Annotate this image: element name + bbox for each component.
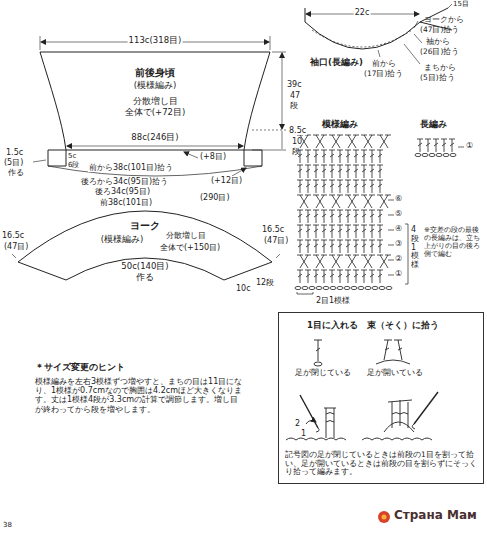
dimension-label: 47 [290, 91, 300, 100]
piece-name: ヨーク [130, 220, 160, 232]
pickup-label: (26目)拾う [420, 48, 459, 57]
symbol-note: 足が開いている [367, 369, 423, 378]
pickup-label: 前から [372, 60, 396, 69]
dimension-label: 39c [287, 80, 302, 89]
hint-text: 模様編みを左右3模様ずつ増やすと、まちの目は11目になり、1模様が0.7cmなの… [35, 377, 245, 414]
pickup-label: 袖から [426, 38, 450, 47]
step-number: 1 [301, 429, 306, 438]
pickup-label: 前から38c(101目)拾う [88, 163, 174, 172]
row-number: ① [395, 269, 402, 278]
increase-note: 全体で(+72目) [125, 108, 186, 118]
site-logo [378, 511, 390, 523]
dimension-label: 5c [68, 152, 76, 160]
dimension-label: 段 [292, 147, 300, 156]
row-arrows [297, 147, 464, 294]
dimension-label: 10c [236, 284, 251, 293]
instruction-label: 作る [8, 168, 24, 177]
method-heading: 1目に入れる [307, 321, 358, 331]
step-number: 2 [295, 419, 300, 428]
dimension-label: 12段 [256, 278, 274, 287]
page-number: 38 [3, 521, 12, 529]
dimension-label: 22c [354, 8, 371, 17]
stitch-note: (模様編み) [134, 81, 177, 91]
row-number: ⑥ [395, 194, 402, 203]
dimension-label: 15目 [453, 0, 469, 8]
method-heading: 束（そく）に拾う [367, 321, 439, 331]
dimension-label: (47目) [264, 236, 288, 245]
dimension-label: 1.5c [6, 148, 23, 157]
method-text: 記号図の足が閉じているときは前段の1目を割って拾い、足が開いているときは前段の目… [285, 451, 479, 477]
pickup-label: (17目)拾う [364, 70, 403, 79]
piece-name: 前後身頃 [135, 67, 175, 79]
stitch-note: (模様編み) [101, 235, 144, 245]
dimension-label: 16.5c [262, 225, 284, 234]
yoke-schematic [12, 211, 280, 280]
chart-title: 模様編み [322, 119, 358, 129]
row-number: ④ [395, 224, 402, 233]
repeat-label: 4段1模様 [411, 226, 419, 270]
symbol-note: 足が閉じている [295, 369, 351, 378]
row-number: ⑤ [395, 209, 402, 218]
dimension-label: (47目) [4, 242, 28, 251]
dimension-label: 前38c(101目) [100, 198, 152, 207]
chart-note: ※交差の段の最後の長編みは、立ち上がりの目の後ろ側で編む [424, 226, 484, 258]
dimension-label: 16.5c [2, 231, 24, 240]
row-number: ② [395, 254, 402, 263]
instruction-label: 作る [136, 273, 154, 283]
increase-note: 分散増し目 [166, 231, 206, 240]
pickup-label: 後ろから34c(95目)拾う [80, 177, 169, 186]
dimension-label: (5目) [4, 158, 23, 167]
increase-note: 全体で(+150目) [160, 243, 220, 252]
repeat-label: 2目1模様 [316, 296, 350, 305]
dimension-label: (290目) [200, 193, 230, 202]
increase-label: (+8目) [200, 152, 226, 161]
dimension-label: 88c(246目) [131, 133, 178, 143]
dimension-label: 後ろ34c(95目) [95, 187, 150, 196]
dimension-label: 10 [292, 137, 302, 146]
hint-title: ＊サイズ変更のヒント [35, 362, 125, 372]
body-schematic [33, 36, 286, 176]
watermark: Страна Мам [394, 509, 477, 523]
stitch-method-box: 1目に入れる束（そく）に拾う足が閉じている 足が開いている 21 記号図の足が閉じてい… [278, 312, 484, 484]
increase-note: 分散増し目 [133, 97, 178, 107]
pickup-label: (5目)拾う [420, 74, 455, 83]
dimension-label: 113c(318目) [128, 36, 183, 46]
chart-title: 長編み [420, 119, 447, 129]
dimension-label: 段 [290, 101, 298, 110]
row-number: ① [466, 141, 473, 150]
pickup-label: まちから [424, 64, 456, 73]
dimension-label: 8.5c [288, 126, 307, 135]
dimension-label: 50c(140目) [121, 262, 168, 272]
increase-label: (+12目) [210, 176, 243, 185]
pickup-label: (47目)拾う [420, 26, 459, 35]
pickup-label: ヨークから [424, 16, 464, 25]
row-number: ③ [395, 239, 402, 248]
part-name: 袖口(長編み) [310, 58, 363, 68]
stitch-chart [295, 135, 456, 290]
stitch-method-illustration [286, 340, 438, 440]
dimension-label: 6段 [68, 161, 79, 169]
